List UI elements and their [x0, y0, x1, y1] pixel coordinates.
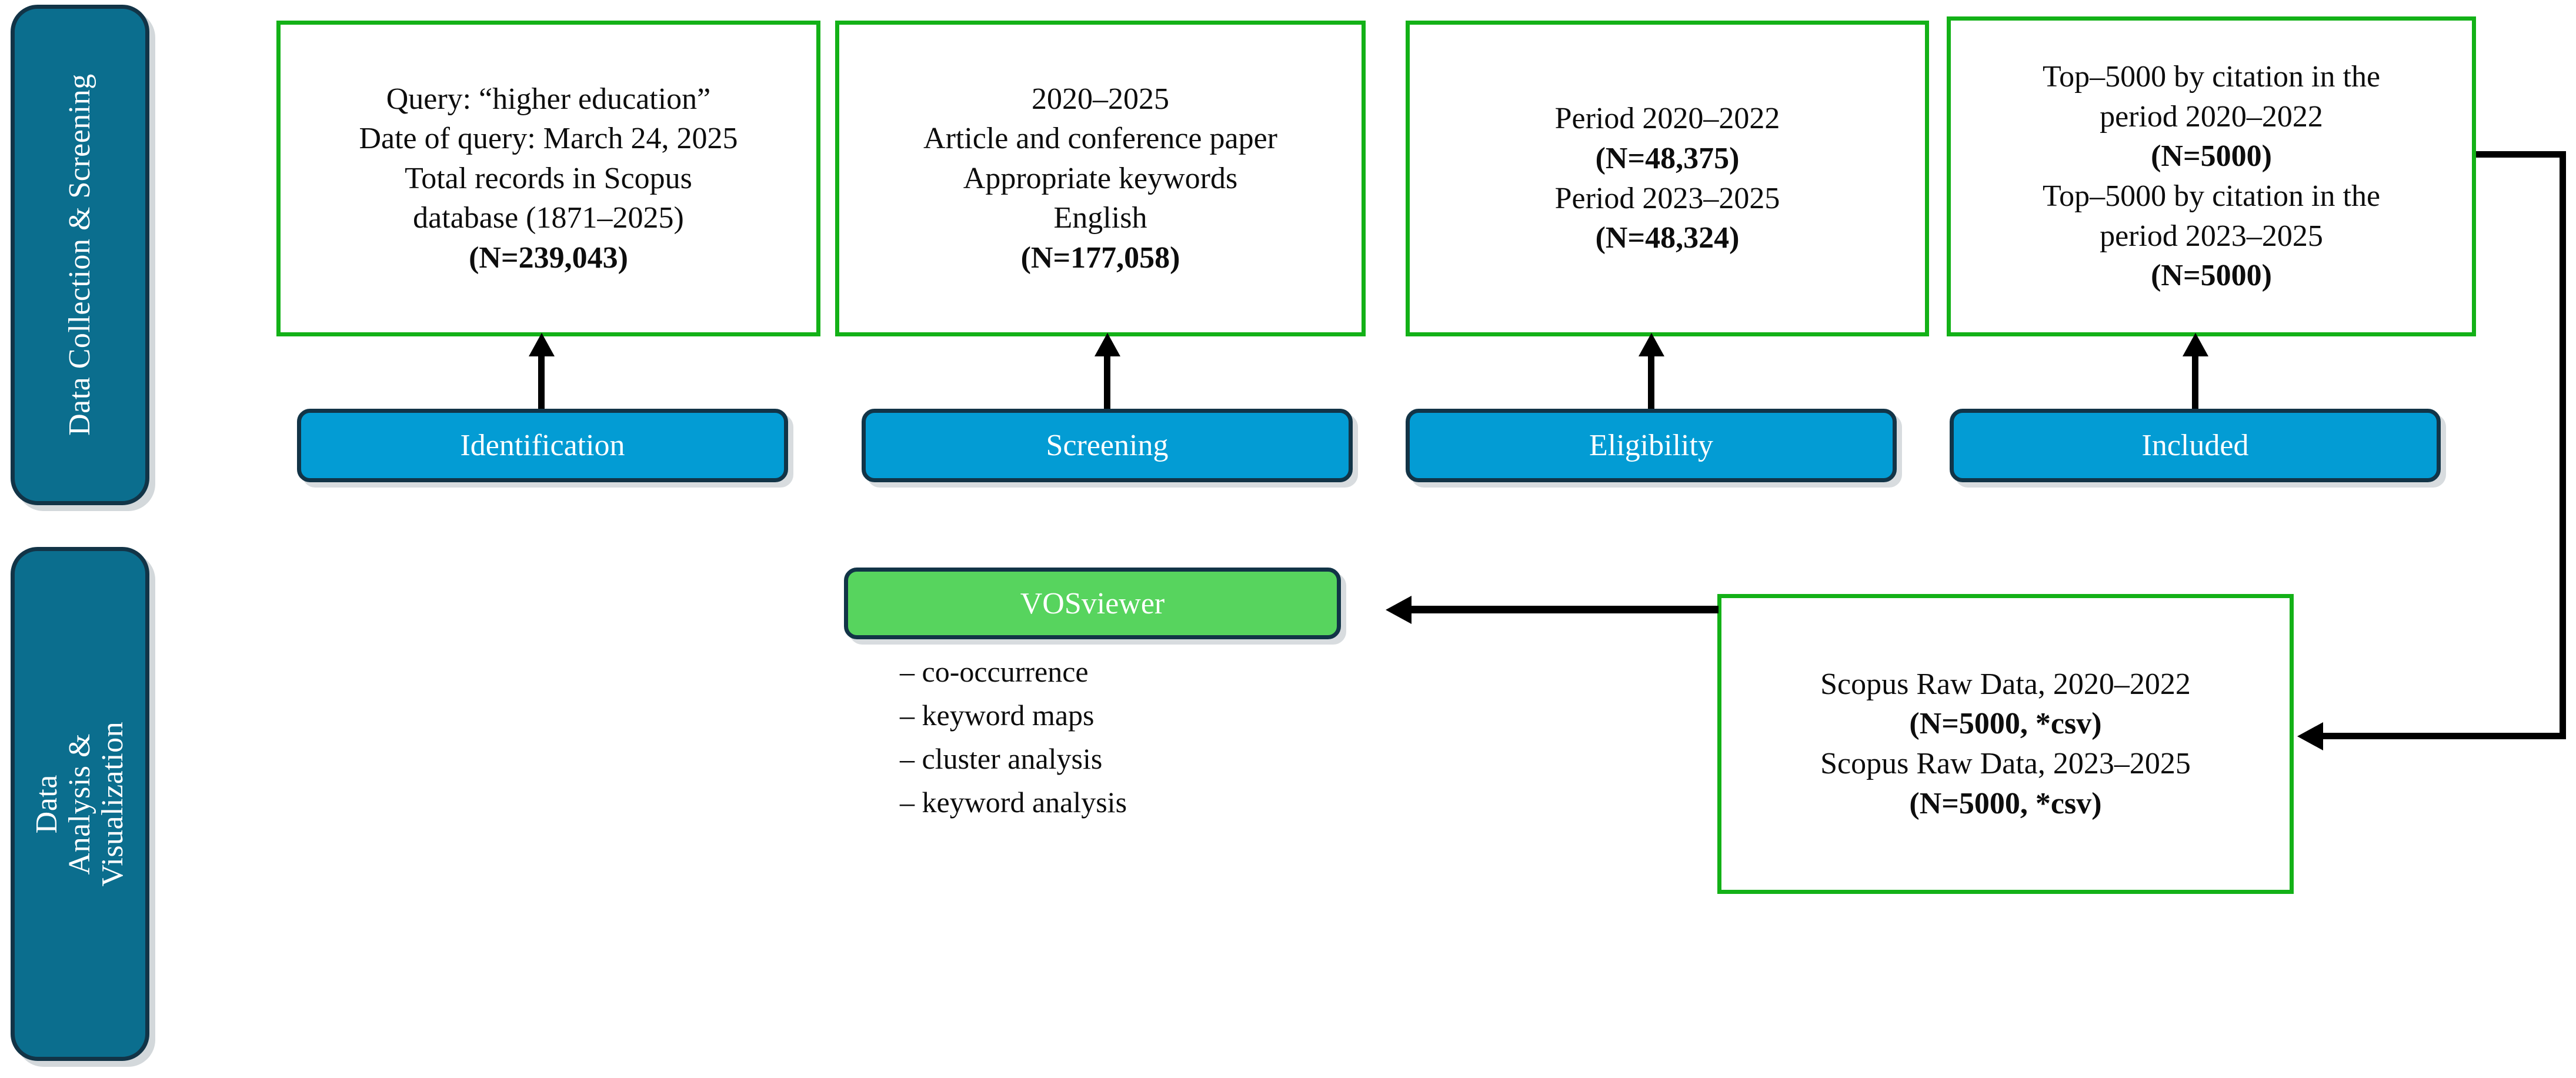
- box-line: Total records in Scopus: [405, 161, 692, 195]
- stage-pill-identification[interactable]: Identification: [297, 409, 788, 482]
- box-line: Appropriate keywords: [963, 161, 1238, 195]
- connector-included-to-scopus-head-icon: [2297, 722, 2323, 750]
- list-item: – cluster analysis: [900, 742, 1103, 775]
- vosviewer-button[interactable]: VOSviewer: [844, 568, 1341, 639]
- scopus-raw-data-text: Scopus Raw Data, 2020–2022 (N=5000, *csv…: [1810, 665, 2201, 823]
- vosviewer-label: VOSviewer: [1020, 586, 1165, 620]
- box-line: Period 2023–2025: [1554, 181, 1780, 215]
- connector-scopus-to-vosviewer-head-icon: [1386, 596, 1412, 624]
- box-line: English: [1053, 201, 1147, 235]
- stage-pill-label: Screening: [1046, 429, 1169, 462]
- arrow-included-head-icon: [2183, 333, 2208, 356]
- screening-box: 2020–2025 Article and conference paper A…: [835, 21, 1366, 336]
- stage-pill-label: Included: [2141, 429, 2249, 462]
- included-box: Top–5000 by citation in the period 2020–…: [1947, 16, 2476, 336]
- box-count: (N=177,058): [1020, 241, 1180, 275]
- list-item: – keyword analysis: [900, 786, 1127, 819]
- arrow-identification-shaft: [538, 353, 545, 409]
- list-item: – co-occurrence: [900, 655, 1089, 688]
- arrow-eligibility-shaft: [1648, 353, 1654, 409]
- stage-pill-eligibility[interactable]: Eligibility: [1406, 409, 1897, 482]
- stage-tab-label: Data Collection & Screening: [62, 74, 96, 436]
- screening-box-text: 2020–2025 Article and conference paper A…: [913, 79, 1288, 278]
- identification-box-text: Query: “higher education” Date of query:…: [348, 79, 748, 278]
- stage-pill-label: Identification: [460, 429, 625, 462]
- arrow-identification-head-icon: [529, 333, 555, 356]
- box-line: period 2023–2025: [2100, 219, 2323, 253]
- box-line: 2020–2025: [1032, 82, 1169, 116]
- stage-pill-included[interactable]: Included: [1950, 409, 2441, 482]
- box-line: Article and conference paper: [923, 122, 1277, 156]
- stage-tab-data-collection-screening: Data Collection & Screening: [11, 5, 149, 505]
- box-line: Date of query: March 24, 2025: [359, 122, 738, 156]
- box-count: (N=5000, *csv): [1909, 786, 2102, 820]
- stage-tab-label: Data Analysis & Visualization: [29, 721, 130, 887]
- connector-included-to-scopus-top: [2476, 151, 2566, 158]
- box-line: Top–5000 by citation in the: [2042, 179, 2381, 213]
- connector-included-to-scopus-bottom: [2323, 733, 2566, 739]
- eligibility-box-text: Period 2020–2022 (N=48,375) Period 2023–…: [1544, 99, 1791, 258]
- connector-scopus-to-vosviewer-shaft: [1412, 606, 1719, 613]
- identification-box: Query: “higher education” Date of query:…: [276, 21, 820, 336]
- box-line: Scopus Raw Data, 2023–2025: [1820, 747, 2191, 780]
- connector-included-to-scopus-right: [2560, 151, 2566, 739]
- box-count: (N=239,043): [469, 241, 628, 275]
- stage-pill-screening[interactable]: Screening: [862, 409, 1353, 482]
- list-item: – keyword maps: [900, 699, 1095, 732]
- arrow-screening-shaft: [1104, 353, 1110, 409]
- box-line: Scopus Raw Data, 2020–2022: [1820, 667, 2191, 701]
- box-count: (N=5000): [2151, 259, 2272, 293]
- arrow-screening-head-icon: [1095, 333, 1120, 356]
- arrow-eligibility-head-icon: [1639, 333, 1664, 356]
- arrow-included-shaft: [2192, 353, 2198, 409]
- box-line: Period 2020–2022: [1554, 102, 1780, 136]
- scopus-raw-data-box: Scopus Raw Data, 2020–2022 (N=5000, *csv…: [1717, 594, 2294, 894]
- box-count: (N=5000): [2151, 139, 2272, 173]
- box-line: period 2020–2022: [2100, 99, 2323, 134]
- box-line: Top–5000 by citation in the: [2042, 60, 2381, 94]
- box-line: Query: “higher education”: [386, 82, 711, 116]
- box-count: (N=48,375): [1595, 141, 1740, 175]
- included-box-text: Top–5000 by citation in the period 2020–…: [2032, 57, 2391, 296]
- stage-pill-label: Eligibility: [1589, 429, 1713, 462]
- vosviewer-task-list: – co-occurrence – keyword maps – cluster…: [900, 650, 1127, 824]
- box-line: database (1871–2025): [413, 201, 684, 235]
- box-count: (N=48,324): [1595, 221, 1740, 255]
- eligibility-box: Period 2020–2022 (N=48,375) Period 2023–…: [1406, 21, 1929, 336]
- stage-tab-data-analysis-visualization: Data Analysis & Visualization: [11, 547, 149, 1061]
- box-count: (N=5000, *csv): [1909, 707, 2102, 741]
